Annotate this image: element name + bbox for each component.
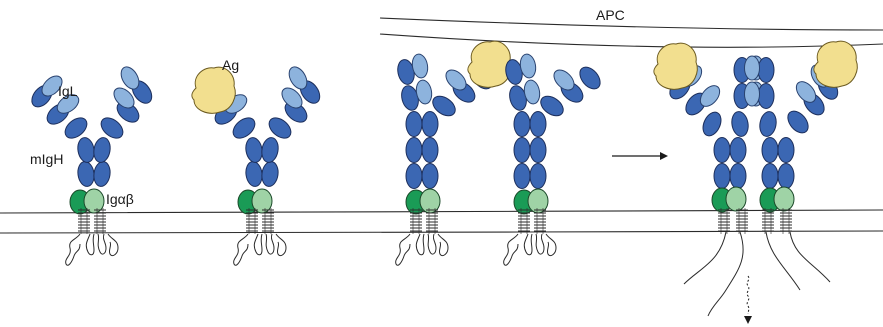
apc-label: APC [596,7,625,23]
ag-label: Ag [222,57,239,73]
bcr-antigen-bound [192,64,324,265]
migh-label: mIgH [30,151,63,167]
bcr-cluster [654,41,857,316]
b-cell-membrane [0,210,883,233]
bcr-apc-bound-2 [504,53,605,265]
antigen [192,67,235,113]
squiggle-arrow-down-icon [744,276,752,324]
arrow-right-icon [612,152,668,160]
igab-label: Igαβ [106,191,134,207]
igl-label: IgL [58,83,78,99]
apc-membrane [380,18,883,47]
